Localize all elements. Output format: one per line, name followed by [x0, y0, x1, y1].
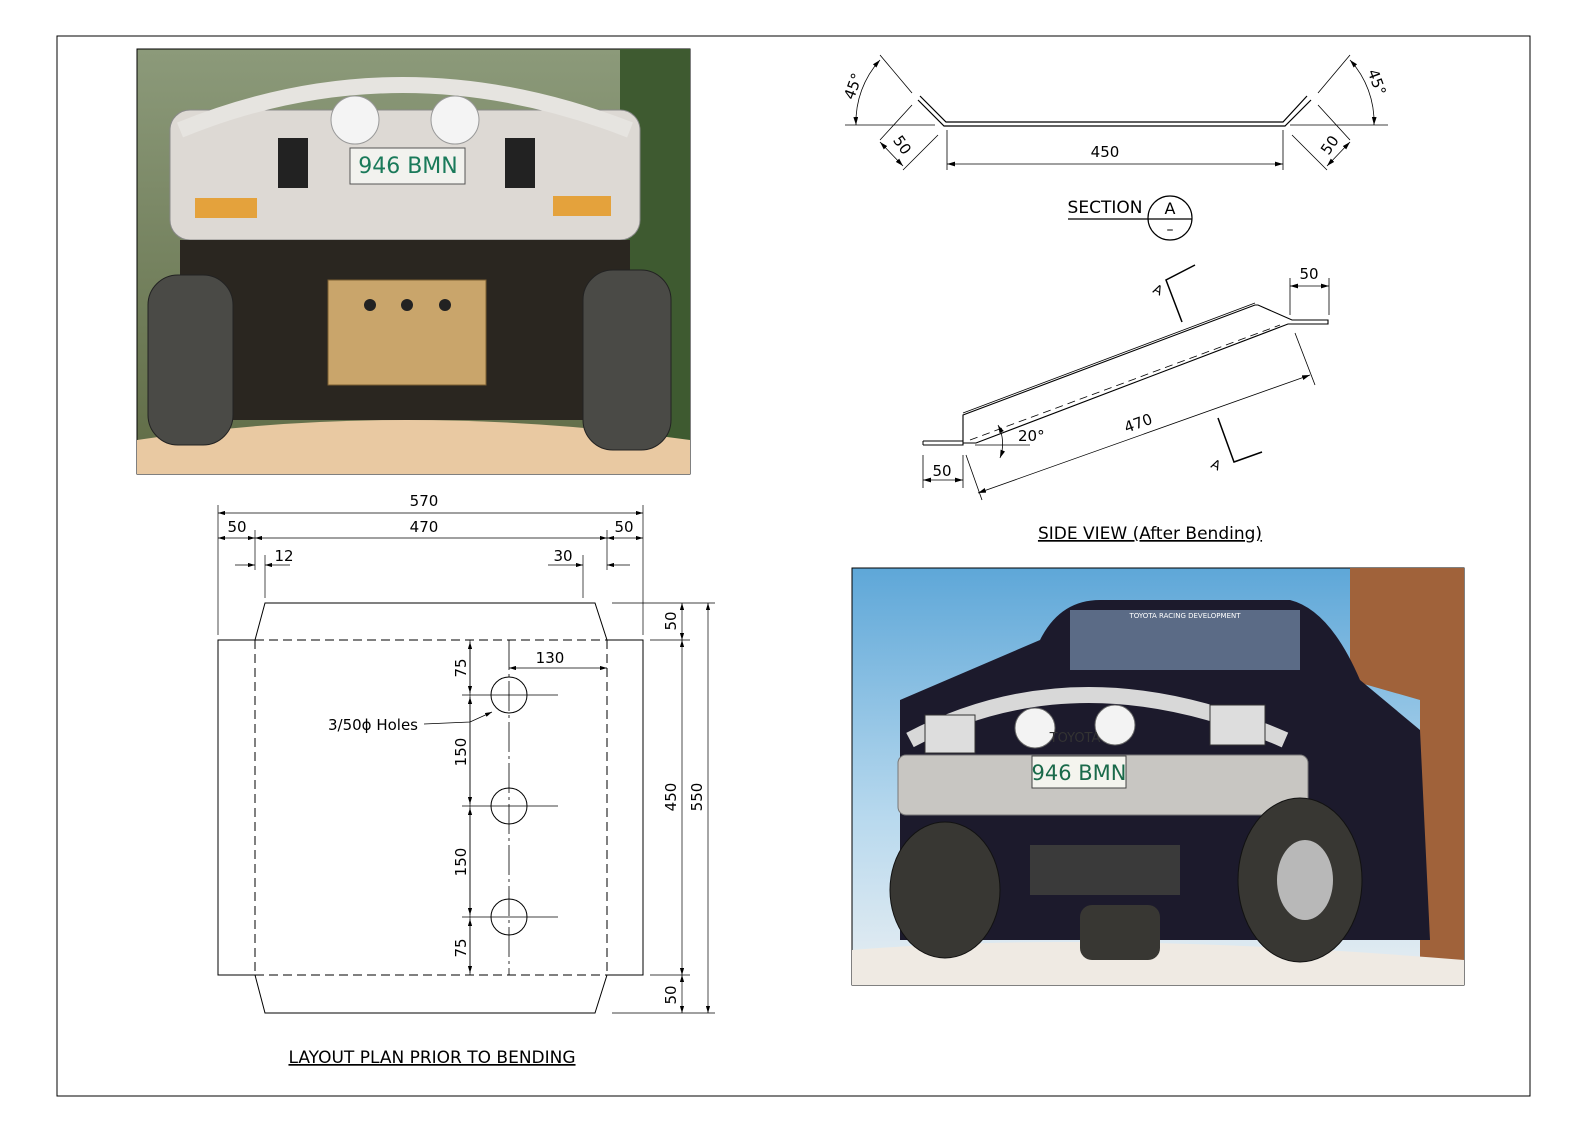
section-title: SECTION: [1068, 198, 1143, 218]
dim-top-flap: 50: [662, 611, 680, 630]
dim-left-50: 50: [227, 518, 246, 536]
side-length-dim: 470: [1122, 410, 1155, 437]
dim-hole-top: 75: [452, 658, 470, 677]
dim-hole-spacing-2: 150: [452, 848, 470, 877]
side-left-flange-dim: 50: [932, 462, 951, 480]
section-marker-sub: –: [1167, 222, 1174, 238]
section-a-view: [845, 54, 1388, 241]
dim-470: 470: [410, 518, 439, 536]
layout-plan-title: LAYOUT PLAN PRIOR TO BENDING: [288, 1048, 575, 1068]
dim-550: 550: [688, 783, 706, 812]
dim-hole-bottom: 75: [452, 938, 470, 957]
dim-right-50: 50: [614, 518, 633, 536]
section-marker: A: [1165, 199, 1176, 218]
photo-front-underside: 946 BMN: [136, 48, 691, 475]
side-angle-dim: 20°: [1018, 427, 1045, 445]
section-right-flange: 50: [1317, 132, 1343, 158]
badge-text: TOYOTA: [1049, 731, 1101, 746]
windshield-banner: TOYOTA RACING DEVELOPMENT: [1128, 612, 1241, 620]
side-right-flange-dim: 50: [1299, 265, 1318, 283]
dim-12: 12: [274, 547, 293, 565]
cut-label-top: A: [1150, 282, 1164, 299]
layout-plan: [217, 505, 715, 1014]
plate-text-2: 946 BMN: [1032, 761, 1127, 785]
dim-30: 30: [553, 547, 572, 565]
dim-hole-spacing-1: 150: [452, 738, 470, 767]
dim-130: 130: [536, 649, 565, 667]
sheet-border: [56, 35, 1531, 1097]
section-width-dim: 450: [1091, 143, 1120, 161]
plate-text: 946 BMN: [358, 154, 458, 179]
side-view: [922, 264, 1330, 501]
dim-450: 450: [662, 783, 680, 812]
cut-label-bottom: A: [1208, 457, 1222, 474]
section-right-angle: 45°: [1364, 67, 1390, 98]
dim-570: 570: [410, 492, 439, 510]
side-view-title: SIDE VIEW (After Bending): [1038, 524, 1262, 544]
section-left-flange: 50: [889, 132, 915, 158]
photo-truck-beach: TOYOTA RACING DEVELOPMENT TOYOTA 946 BMN: [851, 567, 1465, 986]
holes-label: 3/50ϕ Holes: [328, 716, 418, 734]
section-left-angle: 45°: [840, 71, 866, 102]
dim-bottom-flap: 50: [662, 985, 680, 1004]
layout-plan-dims: 570 470 50 50 12 30 130 75 150 150 75 50…: [227, 492, 706, 1005]
